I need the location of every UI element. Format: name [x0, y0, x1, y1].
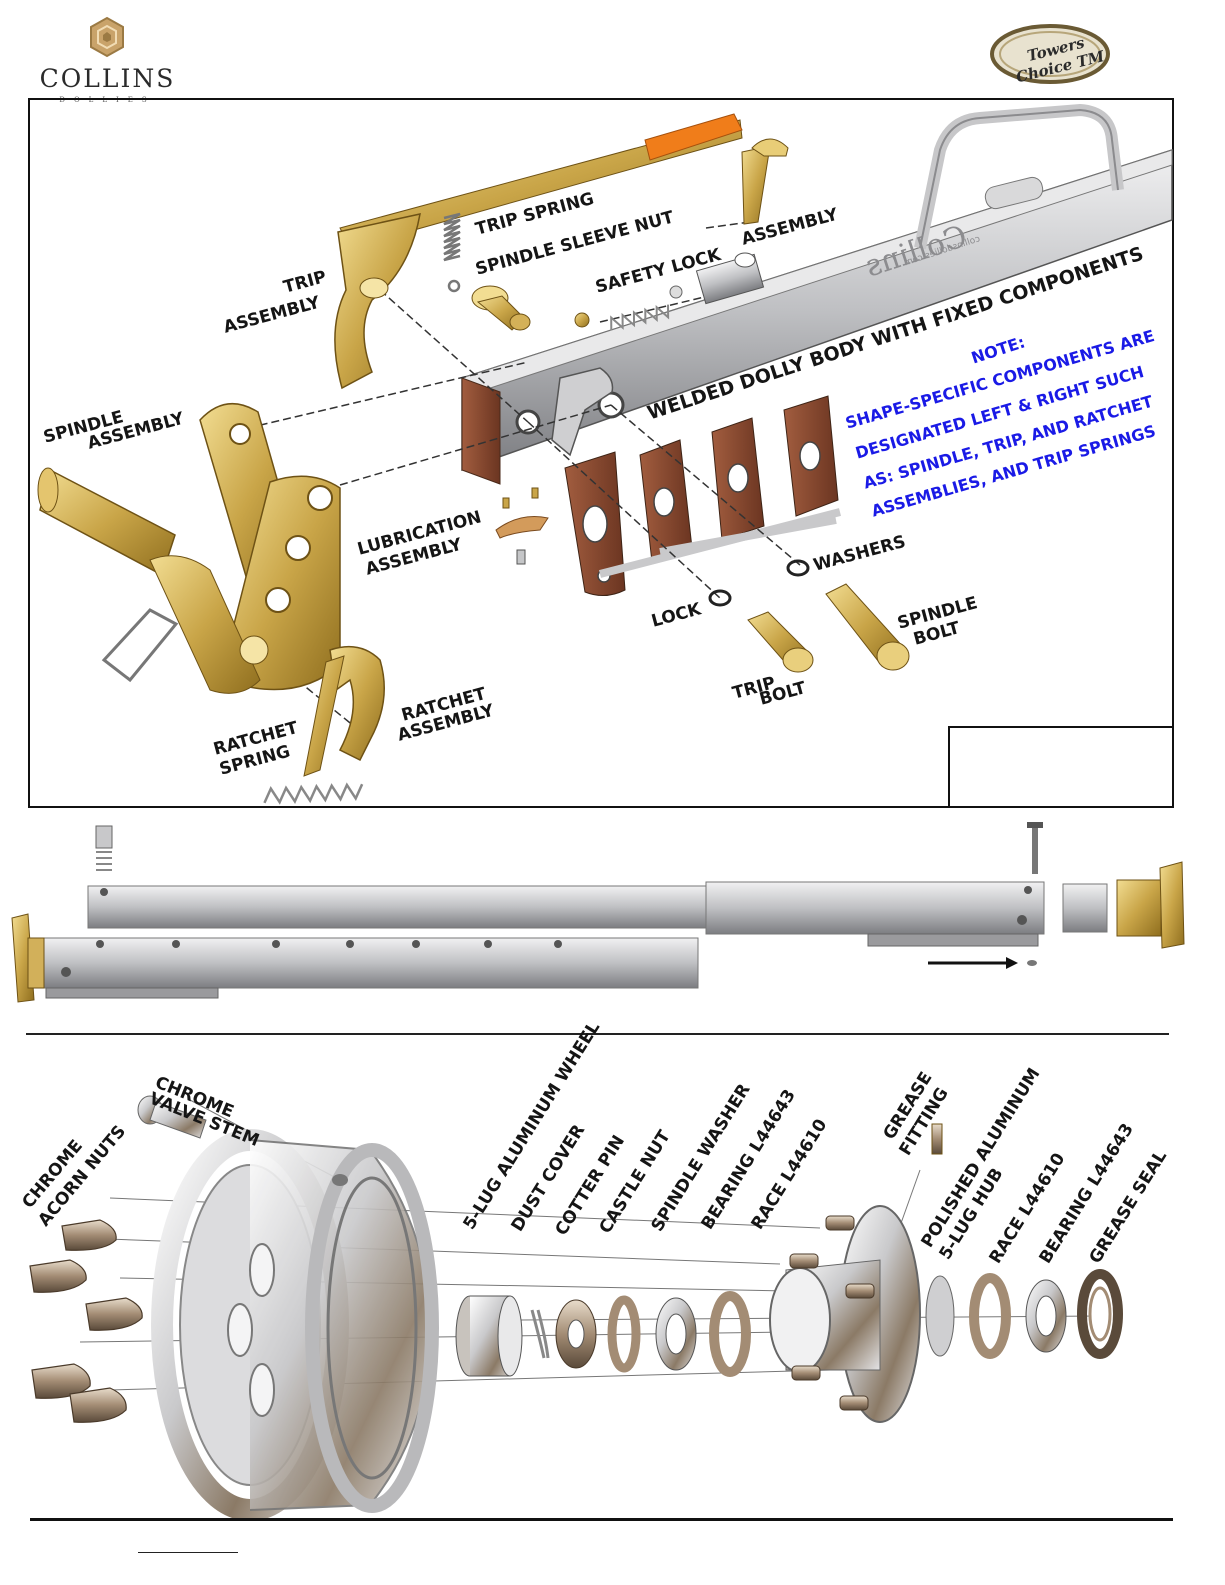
collins-logo: COLLINS DOLLIES: [30, 14, 185, 104]
chrome-valve-stem: [137, 1095, 207, 1139]
chrome-acorn-nuts: [29, 1219, 143, 1423]
race-l44610-b: [969, 1273, 1011, 1359]
safety-lock: [574, 252, 765, 331]
race-l44610-a: [709, 1291, 751, 1377]
trip-spring: [443, 212, 461, 293]
spindle-sleeve-nut: [471, 285, 531, 331]
polished-aluminum-hub: [769, 1123, 955, 1423]
spindle-assembly-frame: [28, 98, 1174, 808]
spindle-washer: [607, 1295, 641, 1373]
trip-assembly: [334, 113, 743, 390]
bolts-and-washers: [708, 559, 910, 673]
blank-info-box: [948, 726, 1174, 808]
spindle-assembly: [37, 402, 341, 694]
telescoping-tube-assembly: [11, 822, 1185, 1003]
footer-divider: [30, 1518, 1173, 1521]
collins-subtitle: DOLLIES: [59, 96, 156, 104]
section-divider: [26, 1033, 1169, 1035]
wheel-hub-illustration: [29, 1095, 1123, 1520]
bearing-l44643-a: [655, 1297, 697, 1371]
bearing-l44643-b: [1025, 1279, 1067, 1353]
spindle-assembly-illustration: [11, 103, 1185, 1003]
pin-assembly: [741, 138, 789, 225]
lubrication-assembly: [495, 487, 549, 565]
towers-choice-emblem-icon: [990, 24, 1110, 84]
aluminum-wheel: [151, 1129, 439, 1520]
grease-seal: [1077, 1269, 1123, 1359]
collins-wordmark: COLLINS: [39, 64, 176, 93]
ratchet-assembly: [263, 645, 385, 805]
cotter-pin: [530, 1309, 550, 1359]
footer-underline: [138, 1552, 238, 1553]
dust-cover: [455, 1295, 523, 1377]
towers-choice-logo: Towers Choice TM: [990, 16, 1140, 88]
hexagon-logo-icon: [90, 16, 124, 58]
welded-dolly-body: [461, 103, 1173, 596]
castle-nut: [555, 1299, 597, 1369]
